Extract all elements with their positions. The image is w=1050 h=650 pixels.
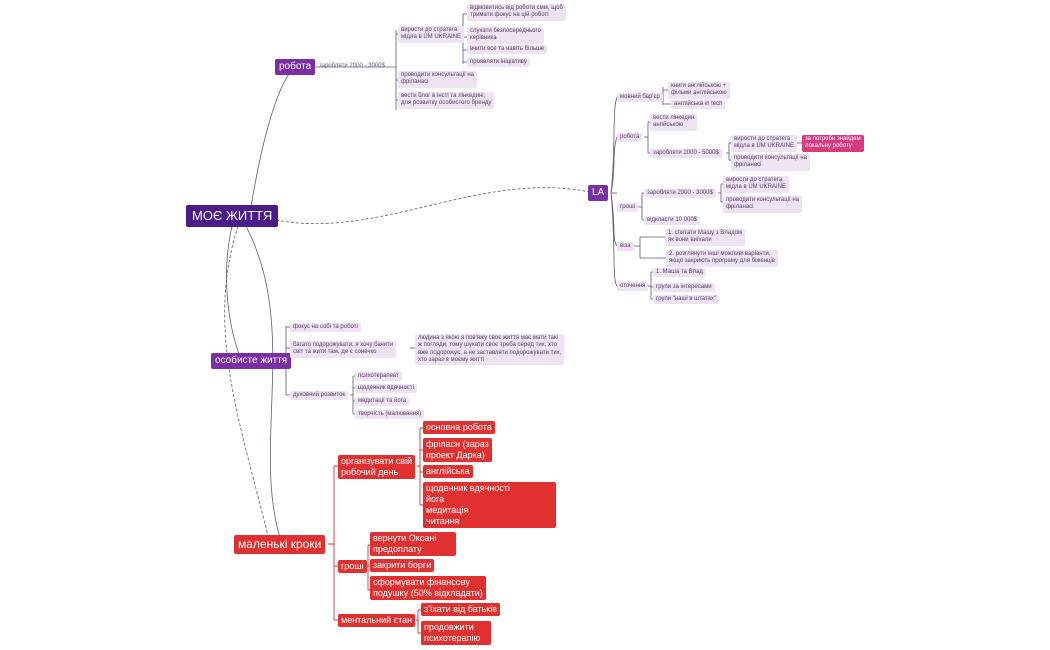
la-lang-child-2[interactable]: англійська in tech xyxy=(671,100,726,110)
work-node[interactable]: робота xyxy=(275,59,316,76)
la-visa-node[interactable]: віза xyxy=(617,242,634,252)
la-env-node[interactable]: оточення xyxy=(617,282,649,292)
work-grow-child-2[interactable]: слухати безпосереднього керівника xyxy=(467,27,544,44)
personal-focus-node[interactable]: фокус на собі та роботі xyxy=(290,323,361,333)
la-money-node[interactable]: гроші xyxy=(617,203,639,213)
la-visa-child-2[interactable]: 2. розглянути інші можливі варіанти, якщ… xyxy=(666,250,779,267)
work-grow-strategist-node[interactable]: вирости до стратега мідла в UM UKRAINE xyxy=(398,26,464,43)
steps-money-child-3[interactable]: сформувати фінансову подушку (50% відкла… xyxy=(370,576,486,600)
steps-organize-child-4[interactable]: щоденник вдячності йога медитація читанн… xyxy=(423,482,556,528)
personal-travel-node[interactable]: багато подорожувати, я хочу бачити світ … xyxy=(290,341,397,358)
personal-spiritual-child-4[interactable]: творчість (малювання) xyxy=(355,410,425,420)
la-visa-child-1[interactable]: 1. спитати Машу з Владом як вони виїхали xyxy=(665,229,746,246)
steps-organize-child-3[interactable]: англійська xyxy=(423,465,473,478)
work-freelance-consult-node[interactable]: проводити консультації на фріланасі xyxy=(398,71,478,88)
steps-organize-child-1[interactable]: основна робота xyxy=(423,421,495,434)
work-earn-node[interactable]: заробляти 2000 - 3000$ xyxy=(319,63,385,69)
work-grow-child-4[interactable]: проявляти ініціативу xyxy=(467,58,530,68)
la-env-child-3[interactable]: групи "наші в штатах" xyxy=(653,295,720,305)
personal-life-node[interactable]: особисте життя xyxy=(211,353,292,370)
steps-mental-node[interactable]: ментальний стан xyxy=(338,614,416,627)
steps-money-node[interactable]: гроші xyxy=(338,560,367,573)
personal-spiritual-child-2[interactable]: щоденник вдячності xyxy=(355,384,417,394)
la-work-earn-node[interactable]: заробляти 2000 - 5000$ xyxy=(650,149,722,159)
la-env-child-2[interactable]: групи за інтересами xyxy=(653,283,715,293)
la-lang-child-1[interactable]: книги англійською + фільми англійською xyxy=(668,82,730,99)
la-env-child-1[interactable]: 1. Маша та Влад xyxy=(653,268,706,278)
la-money-strategist-node[interactable]: вирости до стратега мідла в UM UKRAINE xyxy=(723,176,789,193)
steps-mental-child-2[interactable]: продовжити психотерапію xyxy=(421,621,491,645)
small-steps-node[interactable]: маленькі кроки xyxy=(234,535,326,554)
steps-mental-child-1[interactable]: з'їхати від батьків xyxy=(421,603,501,616)
steps-organize-day-node[interactable]: організувати свій робочий день xyxy=(338,455,416,479)
la-linkedin-node[interactable]: вести лінкедин ангійською xyxy=(650,114,698,131)
personal-spiritual-node[interactable]: духовний розвиток xyxy=(290,391,349,401)
la-lang-barrier-node[interactable]: мовний бар'єр xyxy=(617,93,663,103)
la-money-consult-node[interactable]: проводити консультації на фріланасі xyxy=(723,196,803,213)
personal-spiritual-child-1[interactable]: психотерапевт xyxy=(355,372,402,382)
personal-partner-node[interactable]: людина з якою я пов'яжу своє життя має м… xyxy=(415,334,565,366)
work-grow-child-1[interactable]: відмовитись від роботи смм, щоб тримати … xyxy=(467,4,566,21)
steps-money-child-2[interactable]: закрити борги xyxy=(370,559,435,572)
la-work-node[interactable]: робота xyxy=(617,133,643,143)
la-node[interactable]: LA xyxy=(588,185,609,202)
steps-money-child-1[interactable]: вернути Оксані предоплату xyxy=(370,532,456,556)
la-money-earn-node[interactable]: заробляти 2000 - 3000$ xyxy=(644,189,716,199)
work-blog-node[interactable]: вести блог в інсті та лінкедині, для роз… xyxy=(398,92,495,109)
la-work-consult-node[interactable]: проводити консультації на фріланасі xyxy=(731,154,811,171)
la-save-node[interactable]: відкласти 10 000$ xyxy=(644,216,701,226)
root-node[interactable]: МОЄ ЖИТТЯ xyxy=(186,205,279,227)
la-work-strategist-node[interactable]: вирости до стратега мідла в UM UKRAINE xyxy=(731,135,797,152)
work-grow-child-3[interactable]: вчити все та навіть більше xyxy=(467,45,548,55)
la-find-local-job-node[interactable]: за потреби знайдем локальну роботу xyxy=(802,135,864,152)
personal-spiritual-child-3[interactable]: медитації та йога xyxy=(355,397,410,407)
steps-organize-child-2[interactable]: фріласн (зараз проект Дарка) xyxy=(423,438,492,462)
